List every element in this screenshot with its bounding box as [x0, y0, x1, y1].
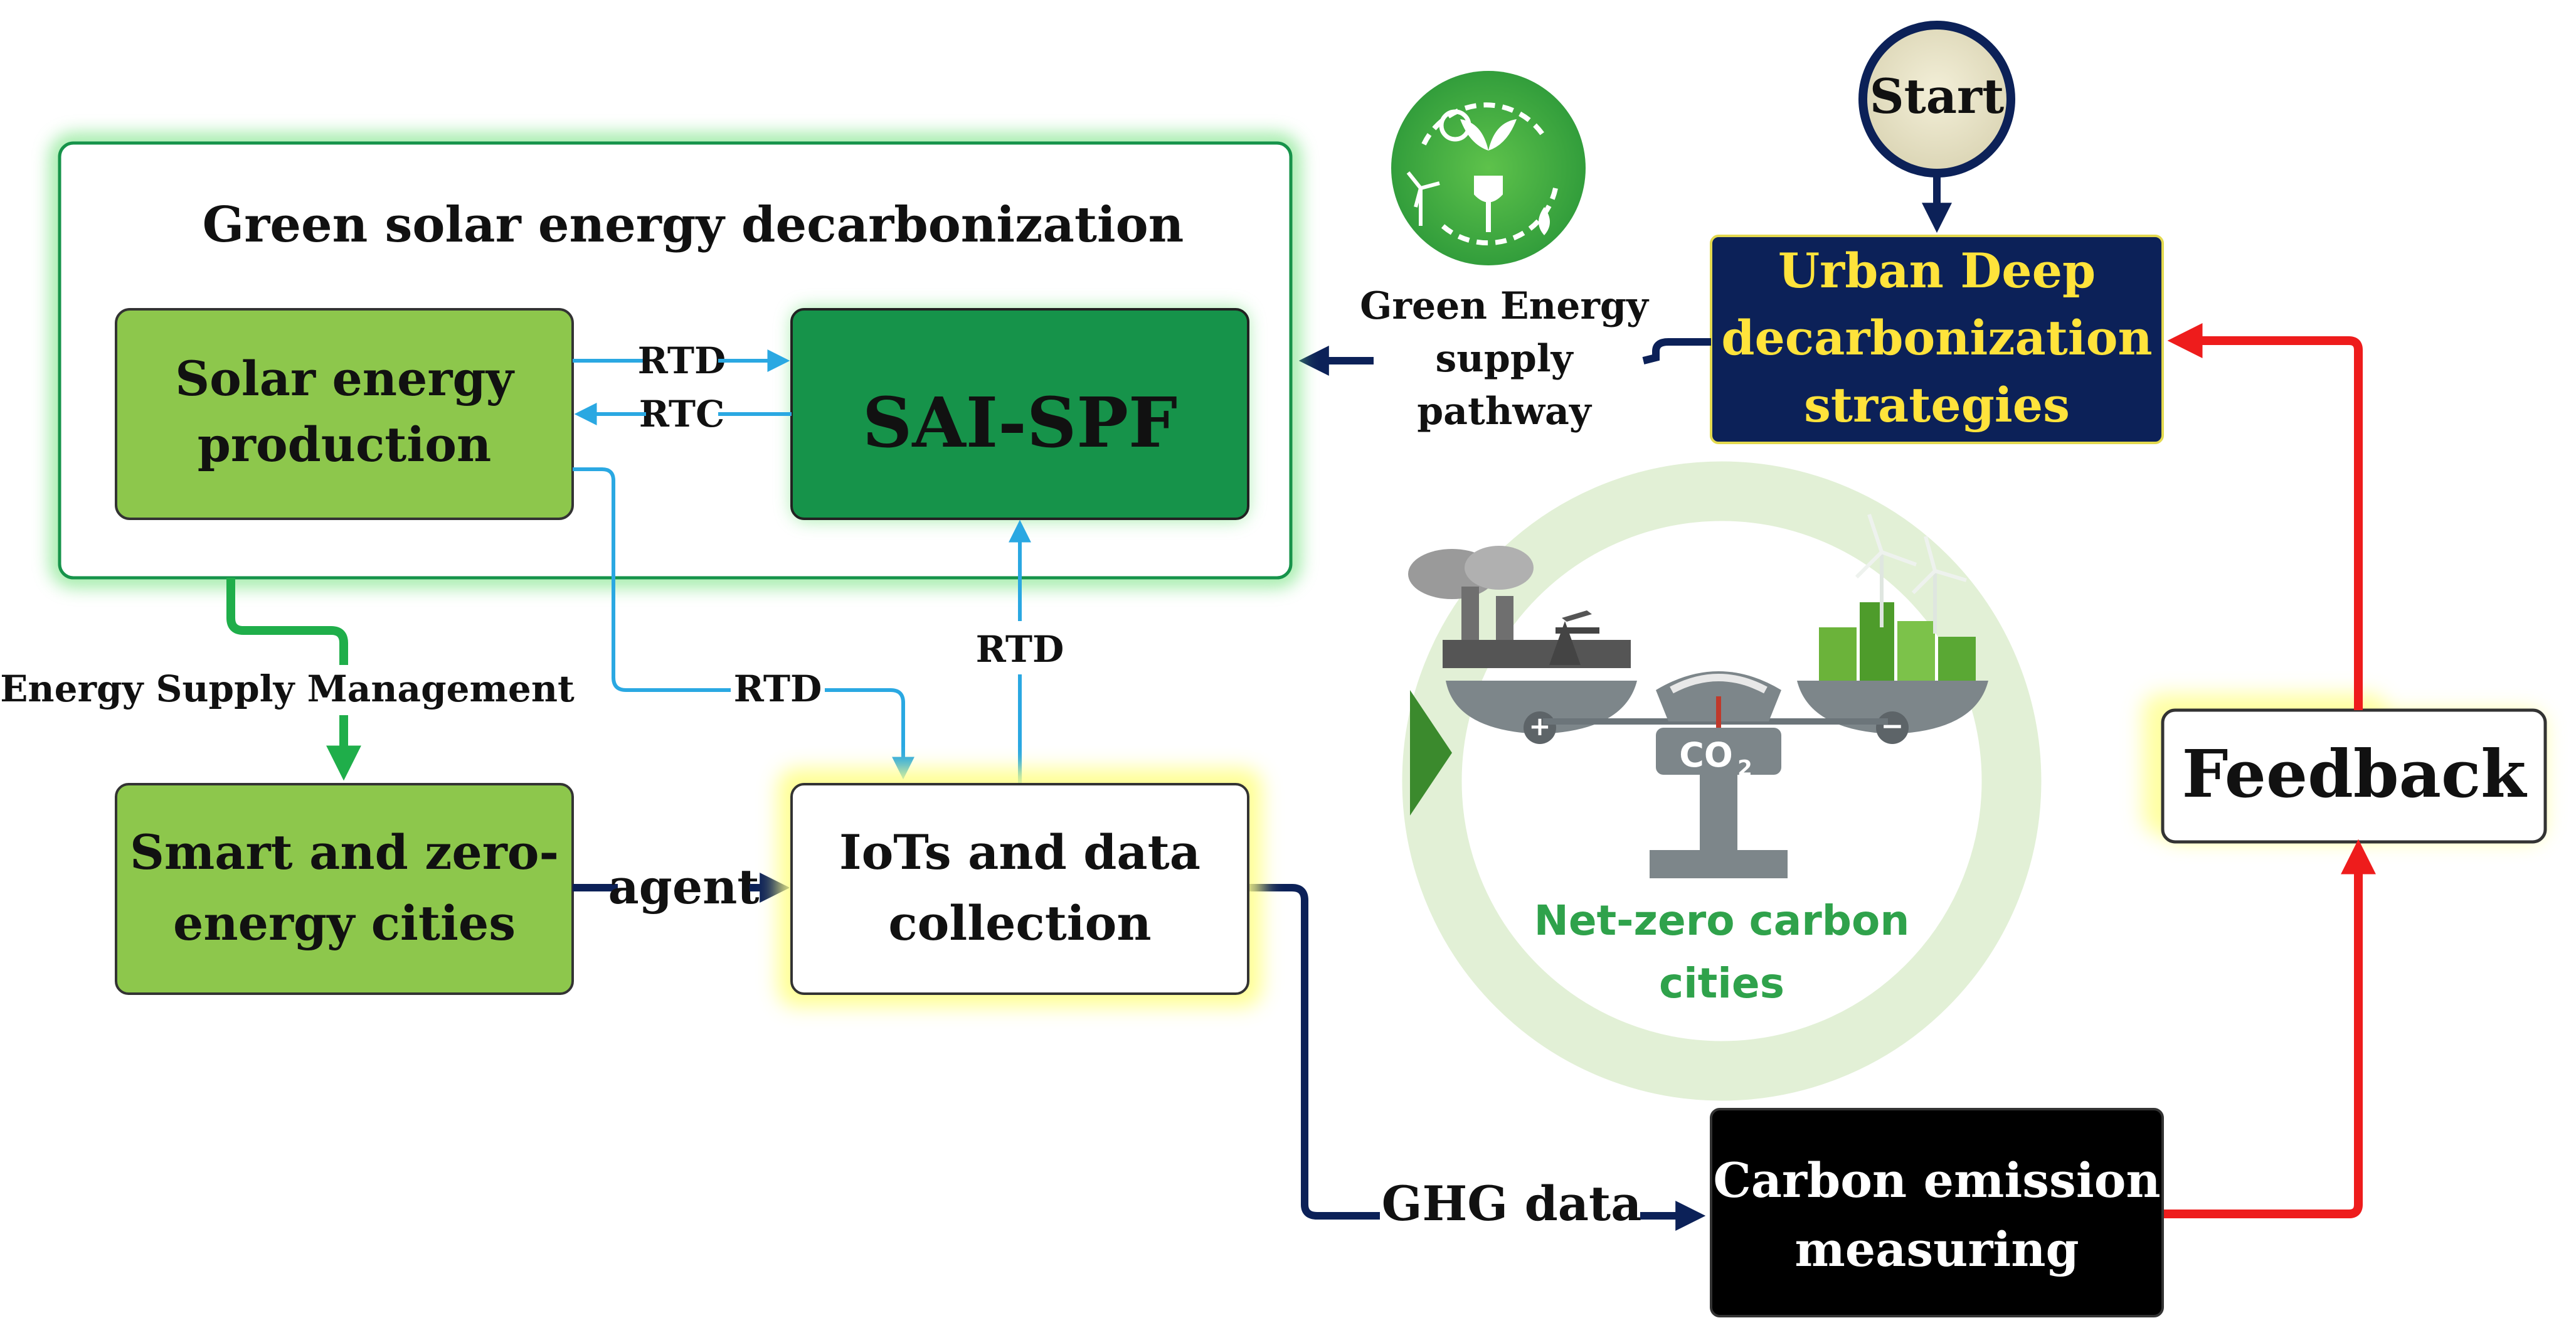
carbon-box-line1: Carbon emission	[1713, 1152, 2160, 1208]
net-zero-title-line1: Net-zero carbon	[1534, 896, 1910, 945]
green-energy-cycle-icon	[1391, 71, 1586, 265]
start-label: Start	[1870, 68, 2004, 124]
urban-box-line1: Urban Deep	[1778, 243, 2096, 299]
net-zero-illustration: + − CO 2 Net-zero car	[1402, 461, 2042, 1101]
esm-label-bg	[16, 665, 561, 715]
carbon-box-line2: measuring	[1794, 1221, 2079, 1277]
rtd-label-top: RTD	[638, 339, 726, 382]
co2-label: CO	[1679, 735, 1733, 775]
carbon-emission-measuring-box[interactable]	[1710, 1108, 2164, 1317]
feedback-label: Feedback	[2182, 735, 2528, 812]
solar-box-line2: production	[198, 417, 491, 472]
smart-zero-energy-cities-box[interactable]	[115, 783, 574, 995]
rtd-label-mid: RTD	[734, 667, 822, 710]
feedback-to-urban-arrow	[2167, 323, 2363, 710]
ring-arrow-icon	[1410, 690, 1452, 816]
iot-box-line2: collection	[888, 895, 1151, 951]
solar-box-line1: Solar energy	[175, 351, 514, 407]
green-supply-line3: pathway	[1417, 390, 1593, 433]
sai-label: SAI-SPF	[862, 382, 1177, 463]
rtc-label: RTC	[639, 393, 725, 435]
frame-title: Green solar energy decarbonization	[203, 196, 1184, 253]
esm-label: Energy Supply Management	[0, 667, 575, 710]
net-zero-title-line2: cities	[1659, 959, 1784, 1008]
green-supply-line2: supply	[1436, 337, 1574, 381]
minus-sign: −	[1881, 710, 1904, 742]
solar-energy-production-box[interactable]	[115, 308, 574, 520]
co2-subscript: 2	[1737, 756, 1752, 781]
agent-label: agent	[608, 859, 759, 915]
plus-sign: +	[1529, 711, 1550, 742]
smart-box-line2: energy cities	[173, 895, 516, 951]
solar-to-iot-path	[573, 467, 731, 692]
urban-to-pathway-connector	[1642, 338, 1711, 364]
scale-gauge-icon: CO 2	[1543, 671, 1888, 878]
urban-box-line3: strategies	[1804, 377, 2070, 433]
rtd-arrow-to-iot	[825, 688, 914, 780]
iot-to-ghg-connector	[1248, 884, 1380, 1220]
smart-box-line1: Smart and zero-	[130, 824, 559, 880]
energy-supply-management-arrow	[226, 578, 361, 781]
carbon-to-feedback-arrow	[2163, 839, 2376, 1218]
iot-box-line1: IoTs and data	[839, 824, 1201, 880]
green-supply-line1: Green Energy	[1360, 284, 1650, 328]
industry-plus-pan-icon: +	[1408, 546, 1637, 744]
iot-data-collection-box[interactable]	[790, 783, 1249, 995]
ghg-label: GHG data	[1382, 1176, 1642, 1231]
urban-box-line2: decarbonization	[1721, 310, 2152, 366]
rtd-label-vertical: RTD	[976, 628, 1064, 671]
